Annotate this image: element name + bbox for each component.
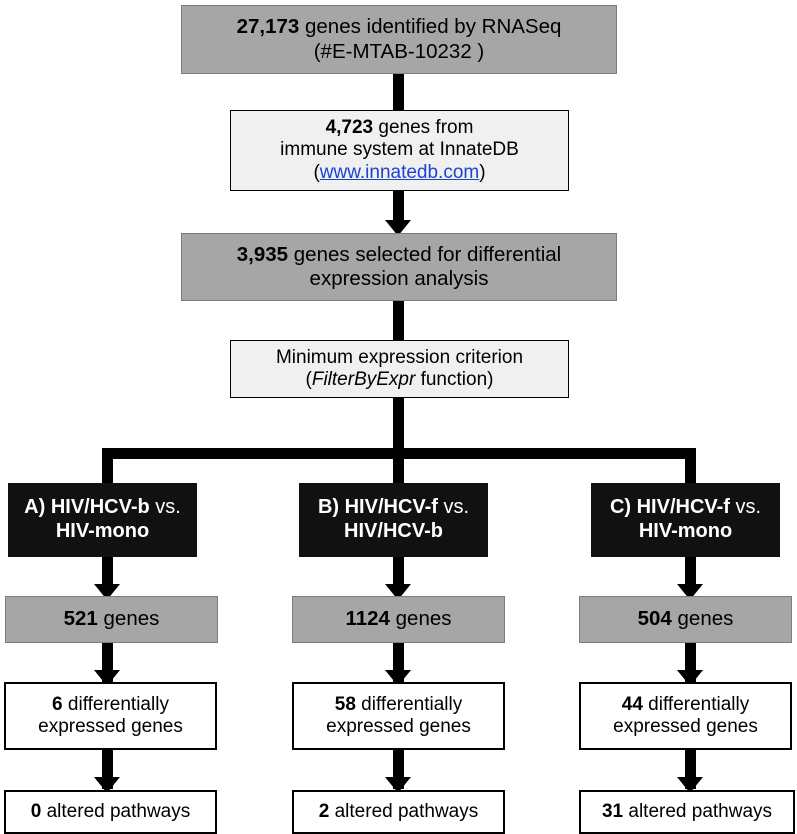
c-de-line2: expressed genes bbox=[613, 716, 758, 737]
b-pathways-rest: altered pathways bbox=[329, 800, 479, 822]
comparison-b-label-vs: vs. bbox=[437, 496, 470, 519]
node-b-pathways: 2 altered pathways bbox=[292, 790, 505, 834]
connector-b-black-to-genes bbox=[393, 556, 404, 592]
connector-rnaseq-to-innatedb bbox=[393, 70, 404, 112]
connector-selected-to-filter bbox=[393, 300, 404, 340]
rnaseq-line1-rest: genes identified by RNASeq bbox=[299, 15, 562, 39]
arrowhead-a-pathways bbox=[94, 777, 120, 793]
a-genes-rest: genes bbox=[97, 607, 160, 631]
connector-c-genes-to-de bbox=[685, 642, 696, 682]
connector-a-black-to-genes bbox=[102, 556, 113, 592]
node-a-pathways: 0 altered pathways bbox=[4, 790, 217, 834]
connector-branch-drop-c bbox=[685, 448, 696, 484]
node-comparison-c: C) HIV/HCV-f vs. HIV-mono bbox=[591, 483, 780, 557]
comparison-b-label-bold: B) HIV/HCV-f bbox=[317, 496, 438, 519]
selected-count: 3,935 bbox=[236, 242, 289, 266]
innatedb-paren-close: ) bbox=[479, 161, 486, 183]
connector-b-genes-to-de bbox=[393, 642, 404, 682]
node-filter-criterion: Minimum expression criterion (FilterByEx… bbox=[230, 340, 569, 398]
c-de-count: 44 bbox=[621, 693, 643, 715]
comparison-c-label-bold: C) HIV/HCV-f bbox=[609, 496, 730, 519]
selected-line2: expression analysis bbox=[309, 267, 489, 290]
node-a-de-genes: 6 differentially expressed genes bbox=[4, 682, 217, 750]
c-genes-rest: genes bbox=[671, 607, 734, 631]
rnaseq-accession: (#E-MTAB-10232 ) bbox=[313, 39, 485, 63]
a-de-rest: differentially bbox=[62, 693, 169, 715]
connector-innatedb-to-selected bbox=[393, 190, 404, 226]
arrowhead-c-pathways bbox=[677, 777, 703, 793]
comparison-a-label-vs: vs. bbox=[149, 496, 181, 519]
node-rnaseq-genes: 27,173 genes identified by RNASeq (#E-MT… bbox=[181, 5, 617, 74]
node-c-genes-count: 504 genes bbox=[579, 596, 792, 643]
filter-function-name: FilterByExpr bbox=[311, 369, 416, 390]
a-de-line2: expressed genes bbox=[38, 716, 183, 737]
node-a-genes-count: 521 genes bbox=[5, 596, 218, 643]
comparison-a-label-bold: A) HIV/HCV-b bbox=[24, 496, 150, 519]
rnaseq-count: 27,173 bbox=[236, 15, 300, 39]
connector-filter-trunk bbox=[393, 398, 404, 454]
b-genes-rest: genes bbox=[389, 607, 452, 631]
connector-branch-drop-b bbox=[393, 448, 404, 484]
c-pathways-rest: altered pathways bbox=[623, 800, 773, 822]
a-genes-count: 521 bbox=[63, 607, 98, 631]
c-genes-count: 504 bbox=[637, 607, 672, 631]
node-innatedb-genes: 4,723 genes from immune system at Innate… bbox=[230, 110, 569, 191]
connector-b-de-to-pathways bbox=[393, 749, 404, 789]
arrowhead-b-pathways bbox=[385, 777, 411, 793]
b-de-rest: differentially bbox=[355, 693, 463, 715]
filter-line1: Minimum expression criterion bbox=[275, 346, 524, 368]
c-de-rest: differentially bbox=[642, 693, 750, 715]
comparison-c-label-vs: vs. bbox=[729, 496, 762, 519]
b-pathways-count: 2 bbox=[318, 800, 330, 822]
filter-paren-open: ( bbox=[305, 369, 312, 390]
b-genes-count: 1124 bbox=[345, 607, 390, 631]
node-selected-genes: 3,935 genes selected for differential ex… bbox=[181, 233, 617, 301]
comparison-b-label-line2: HIV/HCV-b bbox=[344, 520, 443, 542]
innatedb-url-link[interactable]: www.innatedb.com bbox=[319, 161, 480, 183]
connector-c-de-to-pathways bbox=[685, 749, 696, 789]
a-de-count: 6 bbox=[52, 693, 63, 715]
arrowhead-innatedb-to-selected bbox=[385, 220, 411, 236]
innatedb-count: 4,723 bbox=[325, 116, 374, 138]
a-pathways-rest: altered pathways bbox=[41, 800, 191, 822]
b-de-count: 58 bbox=[334, 693, 356, 715]
node-c-pathways: 31 altered pathways bbox=[579, 790, 795, 834]
a-pathways-count: 0 bbox=[30, 800, 42, 822]
connector-a-genes-to-de bbox=[102, 642, 113, 682]
b-de-line2: expressed genes bbox=[326, 716, 471, 737]
connector-branch-drop-a bbox=[102, 448, 113, 484]
innatedb-paren-open: ( bbox=[313, 161, 320, 183]
innatedb-line1-rest: genes from bbox=[373, 116, 474, 138]
node-b-genes-count: 1124 genes bbox=[292, 596, 505, 643]
innatedb-line2: immune system at InnateDB bbox=[280, 139, 519, 161]
connector-a-de-to-pathways bbox=[102, 749, 113, 789]
comparison-a-label-line2: HIV-mono bbox=[55, 520, 150, 542]
node-comparison-a: A) HIV/HCV-b vs. HIV-mono bbox=[8, 483, 197, 557]
filter-line2-rest: function) bbox=[415, 369, 494, 390]
c-pathways-count: 31 bbox=[601, 800, 624, 822]
comparison-c-label-line2: HIV-mono bbox=[638, 520, 733, 542]
selected-line1-rest: genes selected for differential bbox=[288, 242, 562, 266]
node-c-de-genes: 44 differentially expressed genes bbox=[579, 682, 792, 750]
node-comparison-b: B) HIV/HCV-f vs. HIV/HCV-b bbox=[299, 483, 488, 557]
node-b-de-genes: 58 differentially expressed genes bbox=[292, 682, 505, 750]
connector-c-black-to-genes bbox=[685, 556, 696, 592]
